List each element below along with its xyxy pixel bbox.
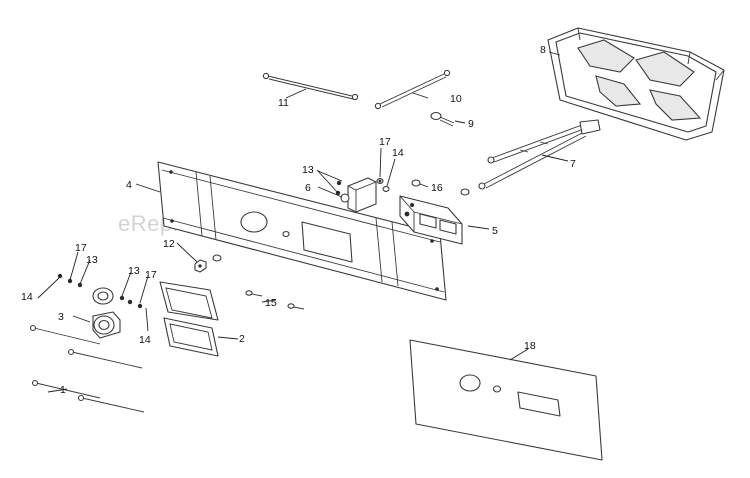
callout-18: 18 [524,340,536,352]
callout-13-left: 13 [86,254,98,266]
small-hardware-left [57,273,143,309]
callout-13-right: 13 [128,265,140,277]
callout-3: 3 [58,311,64,323]
callout-11: 11 [278,97,289,109]
part-8-housing [547,27,725,141]
callout-1: 1 [60,384,66,396]
callout-17-top: 17 [379,136,391,148]
part-15-screws [245,290,305,310]
callout-8: 8 [540,44,546,56]
callout-15: 15 [265,297,277,309]
leader-lines [37,51,569,393]
callout-labels: 8 11 10 9 7 17 14 13 6 16 4 5 12 17 13 1… [21,44,576,396]
part-11-cable [262,72,359,101]
part-7-wire-harness [478,119,601,190]
part-3-socket [92,287,121,339]
callout-14-left: 14 [21,291,33,303]
part-1-rods [29,324,145,413]
callout-13-top: 13 [302,164,314,176]
nut-17-14-group [376,178,390,192]
part-5-receptacle [399,195,463,245]
part-16-nut [411,179,470,196]
part-18-decal [409,339,603,461]
callout-14-right: 14 [139,334,151,346]
part-6-breaker [335,177,377,213]
callout-9: 9 [468,118,474,130]
callout-7: 7 [570,158,576,170]
part-2-cover [159,281,219,357]
callout-17-left: 17 [75,242,87,254]
part-4-panel-plate [157,161,447,301]
callout-12: 12 [163,238,175,250]
callout-6: 6 [305,182,311,194]
part-12-nuts [194,254,222,273]
callout-2: 2 [239,333,245,345]
part-10-cable [374,69,451,110]
callout-14-top: 14 [392,147,404,159]
callout-10: 10 [450,93,462,105]
callout-17-right: 17 [145,269,157,281]
callout-5: 5 [492,225,498,237]
callout-4: 4 [126,179,132,191]
callout-16: 16 [431,182,443,194]
part-9-screw [430,111,455,127]
